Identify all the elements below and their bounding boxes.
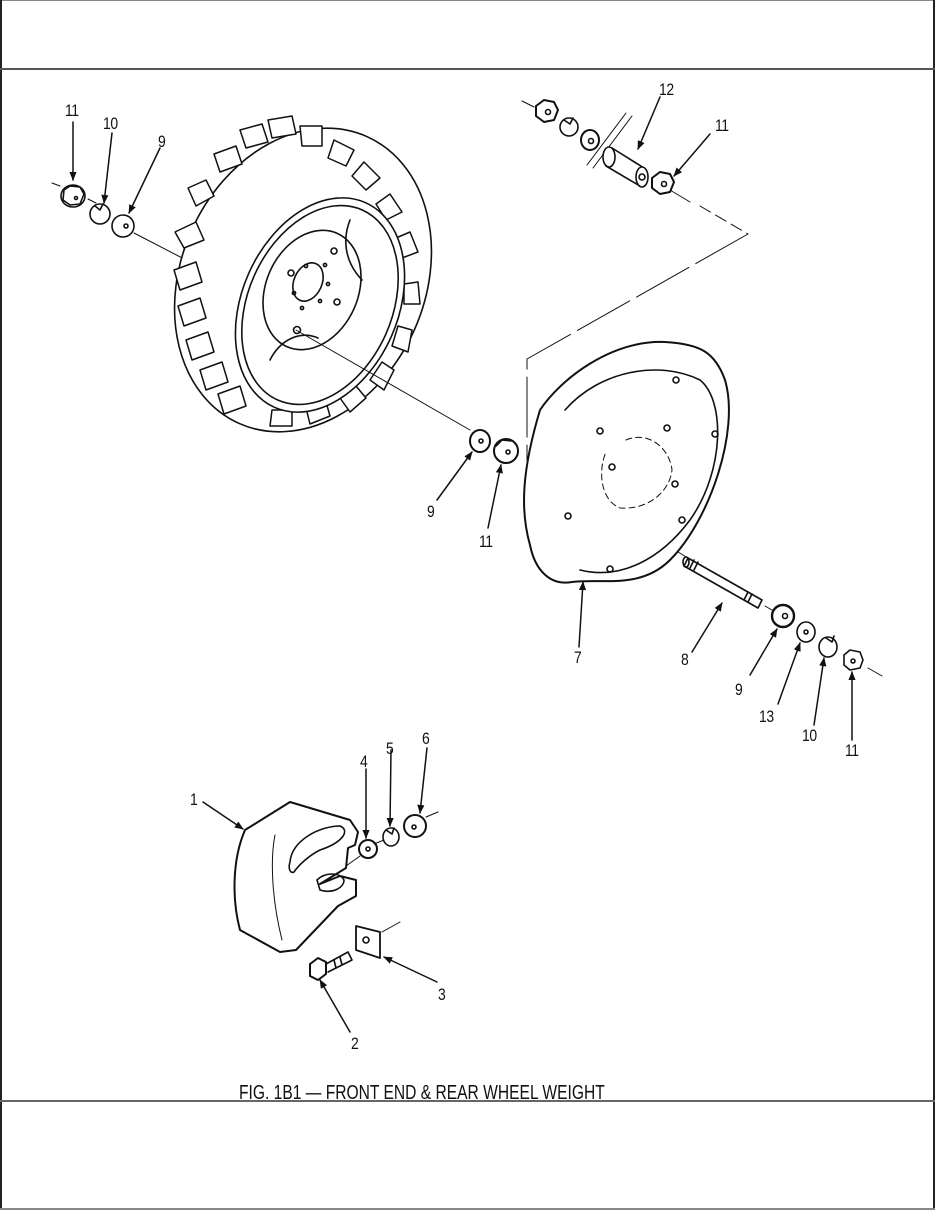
flat-washer-icon — [796, 621, 816, 643]
page-frame-bottom — [0, 1208, 935, 1210]
callout-leaders — [69, 96, 856, 1033]
callout-12: 12 — [659, 80, 674, 99]
callout-9: 9 — [427, 502, 435, 521]
callout-3: 3 — [438, 985, 446, 1004]
rear-tire-and-wheel — [173, 115, 471, 433]
lockwasher-icon — [89, 203, 111, 225]
washer-icon — [770, 603, 796, 629]
rear-wheel-weight — [523, 340, 730, 584]
lockwasher-icon — [382, 827, 400, 847]
callout-2: 2 — [351, 1034, 359, 1053]
footer-rule — [0, 1100, 935, 1102]
middle-hardware — [469, 429, 519, 464]
page-frame-left — [0, 0, 2, 1210]
lockwasher-icon — [818, 635, 838, 658]
nut-icon — [843, 649, 864, 671]
callout-11: 11 — [479, 532, 493, 551]
header-rule — [0, 68, 935, 70]
left-hardware-stack — [51, 182, 191, 263]
page-frame-right — [933, 0, 935, 1210]
callout-5: 5 — [386, 739, 394, 758]
callout-7: 7 — [574, 648, 582, 667]
callout-6: 6 — [422, 729, 430, 748]
callout-4: 4 — [360, 752, 368, 771]
plate-icon — [355, 925, 381, 959]
washer-icon — [358, 839, 378, 859]
lockwasher-icon — [559, 117, 579, 137]
callout-8: 8 — [681, 650, 689, 669]
spacer-icon — [602, 146, 649, 188]
callout-1: 1 — [190, 790, 198, 809]
washer-icon — [469, 429, 491, 453]
callout-9: 9 — [735, 680, 743, 699]
callout-10: 10 — [103, 114, 118, 133]
washer-icon — [111, 214, 135, 238]
front-weight-icon — [233, 801, 359, 953]
assembly-leader-line — [526, 233, 749, 461]
callout-10: 10 — [802, 726, 817, 745]
stud-bolt-icon — [682, 556, 763, 609]
nut-icon — [60, 184, 86, 208]
callout-13: 13 — [759, 707, 774, 726]
spacer-hardware-stack — [521, 99, 749, 235]
nut-icon — [493, 438, 519, 464]
right-hardware-stack — [677, 551, 883, 677]
nut-icon — [651, 171, 675, 195]
figure-caption: FIG. 1B1 — FRONT END & REAR WHEEL WEIGHT — [239, 1082, 605, 1104]
nut-icon — [403, 814, 427, 838]
page-frame-top — [0, 0, 935, 1]
nut-icon — [535, 99, 559, 123]
washer-icon — [580, 129, 600, 151]
callout-11: 11 — [65, 101, 79, 120]
callout-11: 11 — [715, 116, 729, 135]
callout-9: 9 — [158, 132, 166, 151]
front-end-weight-assembly — [233, 801, 439, 981]
bolt-icon — [309, 951, 353, 981]
callout-11: 11 — [845, 741, 859, 760]
